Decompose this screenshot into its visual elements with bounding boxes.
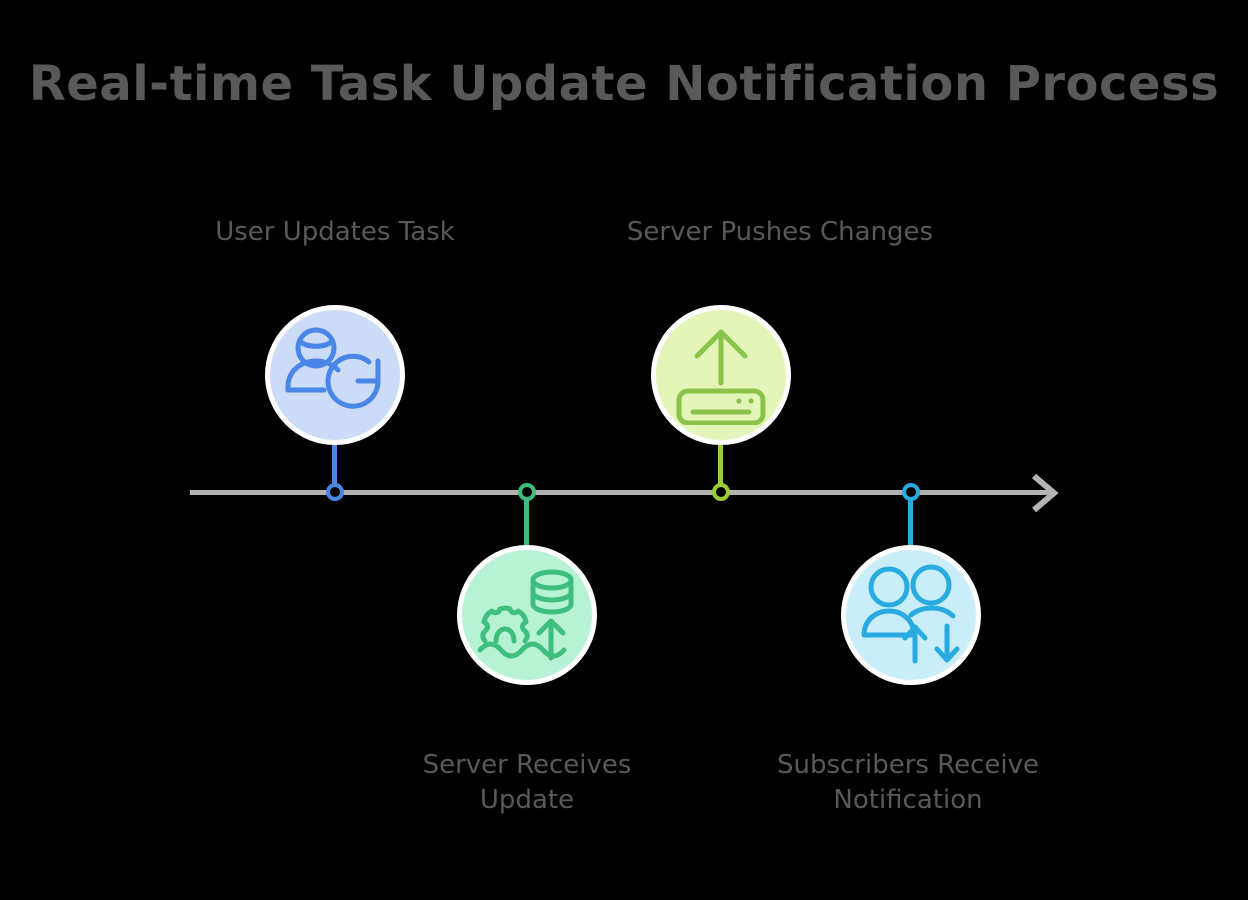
timeline-node-marker[interactable] bbox=[712, 483, 730, 501]
label-line: Update bbox=[479, 785, 575, 816]
timeline-node-stem bbox=[524, 492, 529, 548]
chevron-right-icon bbox=[1032, 473, 1059, 513]
label-line: Server Receives bbox=[422, 750, 632, 780]
label-line: User Updates Task bbox=[215, 217, 455, 247]
timeline-node-marker[interactable] bbox=[326, 483, 344, 501]
timeline-node-bubble[interactable] bbox=[457, 545, 597, 685]
timeline-node-bubble[interactable] bbox=[841, 545, 981, 685]
timeline-node-stem bbox=[908, 492, 913, 548]
timeline-node-label: Subscribers Receive Notification bbox=[748, 748, 1068, 818]
label-line: Notification bbox=[833, 785, 983, 816]
timeline-node-marker[interactable] bbox=[518, 483, 536, 501]
gear-waves-database-upload-icon bbox=[477, 569, 574, 661]
label-line: Server Pushes Changes bbox=[626, 217, 934, 247]
timeline-node-stem bbox=[718, 440, 723, 490]
timeline-node-stem bbox=[332, 440, 337, 490]
timeline-node-bubble[interactable] bbox=[651, 305, 791, 445]
timeline-node-label: User Updates Task bbox=[175, 215, 495, 250]
page-title: Real-time Task Update Notification Proce… bbox=[28, 56, 1220, 112]
label-line: Subscribers Receive bbox=[776, 750, 1040, 780]
timeline-node-bubble[interactable] bbox=[265, 305, 405, 445]
timeline-node-marker[interactable] bbox=[902, 483, 920, 501]
timeline-axis bbox=[190, 490, 1050, 495]
timeline-node-label: Server Receives Update bbox=[367, 748, 687, 818]
server-upload-icon bbox=[676, 329, 766, 425]
timeline-node-label: Server Pushes Changes bbox=[620, 215, 940, 250]
users-sync-icon bbox=[861, 564, 960, 664]
user-refresh-icon bbox=[285, 327, 381, 409]
